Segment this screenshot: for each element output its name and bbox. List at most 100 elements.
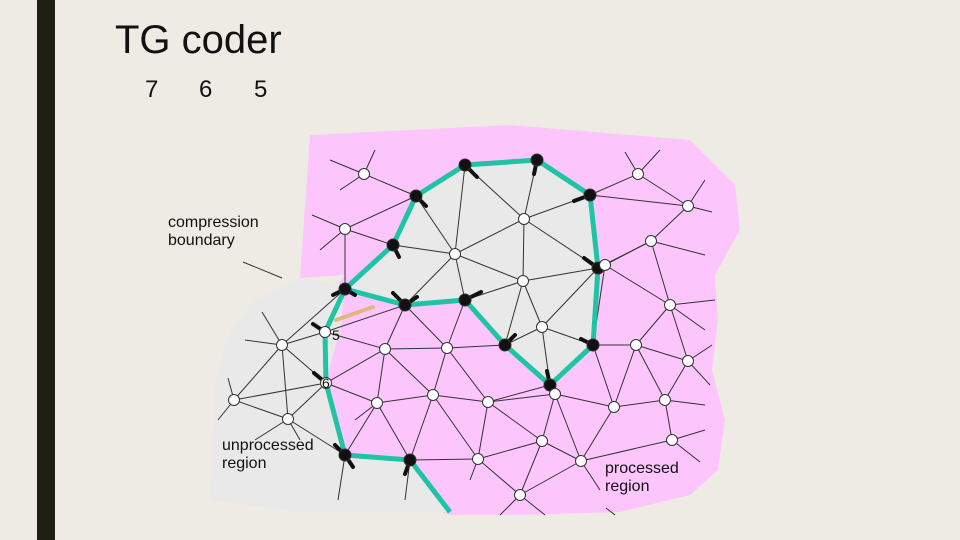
boundary-marker-5: 5 xyxy=(332,327,340,343)
mesh-edge xyxy=(650,205,689,242)
mesh-spoke xyxy=(650,240,706,256)
mesh-edge xyxy=(454,218,525,255)
unprocessed-region-area xyxy=(210,278,450,512)
mesh-vertex xyxy=(549,388,561,400)
mesh-edge xyxy=(404,253,456,306)
mesh-edge xyxy=(604,264,671,306)
mesh-edge xyxy=(287,382,327,420)
mesh-edge xyxy=(409,458,479,461)
mesh-edge xyxy=(487,393,556,403)
mesh-edge xyxy=(432,394,489,403)
mesh-edge xyxy=(554,393,615,408)
sequence-number-3: 5 xyxy=(254,76,268,103)
boundary-vertex xyxy=(398,298,412,312)
mesh-edge xyxy=(344,228,394,246)
mesh-edge xyxy=(541,267,599,328)
mesh-edge xyxy=(519,460,582,496)
mesh-edge xyxy=(613,344,637,408)
mesh-vertex xyxy=(514,489,526,501)
mesh-spoke xyxy=(664,399,706,406)
mesh-edge xyxy=(384,348,434,396)
mesh-vertex xyxy=(518,213,530,225)
mesh-edge xyxy=(487,401,543,442)
boundary-vertex xyxy=(530,153,544,167)
mesh-edge xyxy=(325,382,378,404)
mesh-edge xyxy=(477,458,521,496)
mesh-spoke xyxy=(254,418,289,441)
slide-title: TG coder xyxy=(115,18,282,62)
mesh-edge xyxy=(541,393,556,442)
mesh-edge xyxy=(432,394,479,460)
mesh-edge xyxy=(446,347,489,403)
mesh-edge xyxy=(324,331,386,350)
mesh-vertex xyxy=(659,394,671,406)
sequence-number-1: 7 xyxy=(145,76,159,103)
mesh-edge xyxy=(287,418,346,456)
mesh-edge xyxy=(446,344,506,349)
mesh-vertex xyxy=(379,343,391,355)
mesh-edge xyxy=(664,360,689,401)
mesh-vertex xyxy=(427,389,439,401)
mesh-spoke xyxy=(337,454,346,501)
processed-region-label: processed region xyxy=(605,460,679,496)
mesh-edge xyxy=(635,304,671,346)
mesh-edge xyxy=(281,331,326,346)
mesh-edge xyxy=(664,399,673,441)
mesh-vertex xyxy=(228,394,240,406)
compression-boundary-leader xyxy=(242,261,283,279)
mesh-edge xyxy=(589,173,639,196)
mesh-edge xyxy=(604,240,652,266)
boundary-vertex xyxy=(586,338,600,352)
mesh-edge xyxy=(233,382,327,401)
mesh-edges xyxy=(233,159,689,496)
mesh-edge xyxy=(669,304,689,362)
mesh-edge xyxy=(363,173,417,197)
boundary-marker-6: 6 xyxy=(322,375,330,391)
mesh-vertex xyxy=(358,168,370,180)
compression-boundary-label-line1: compression xyxy=(168,214,259,231)
mesh-vertices xyxy=(228,153,694,501)
mesh-vertex xyxy=(608,401,620,413)
mesh-spoke xyxy=(669,304,706,331)
mesh-edge xyxy=(592,344,615,408)
mesh-spoke xyxy=(329,159,365,175)
mesh-edge xyxy=(281,344,289,420)
mesh-edge xyxy=(446,299,466,349)
mesh-edge xyxy=(522,267,599,282)
mesh-vertex xyxy=(664,299,676,311)
mesh-edge xyxy=(384,347,448,350)
mesh-vertex xyxy=(319,326,331,338)
mesh-edge xyxy=(580,439,673,462)
mesh-edge xyxy=(325,348,386,384)
mesh-edge xyxy=(477,440,543,460)
mesh-edge xyxy=(324,304,406,333)
mesh-edge xyxy=(580,406,615,462)
mesh-vertex xyxy=(482,396,494,408)
mesh-vertex xyxy=(449,248,461,260)
boundary-vertex xyxy=(409,189,423,203)
mesh-vertex xyxy=(472,453,484,465)
mesh-edge xyxy=(233,399,289,420)
mesh-vertex xyxy=(536,435,548,447)
mesh-edge xyxy=(233,344,283,401)
mesh-edge xyxy=(409,394,434,461)
mesh-edge xyxy=(637,173,689,207)
mesh-vertex xyxy=(682,200,694,212)
mesh-spoke xyxy=(244,339,283,346)
boundary-vertex xyxy=(386,238,400,252)
mesh-vertex xyxy=(339,223,351,235)
boundary-vertex xyxy=(403,453,417,467)
mesh-vertex xyxy=(666,434,678,446)
mesh-edge xyxy=(376,394,434,404)
mesh-vertex xyxy=(371,397,383,409)
mesh-edge xyxy=(541,440,582,462)
mesh-edge xyxy=(487,384,551,403)
mesh-vertex xyxy=(441,342,453,354)
mesh-vertex xyxy=(575,455,587,467)
processed-region-label-line1: processed xyxy=(605,460,679,477)
boundary-vertex xyxy=(338,282,352,296)
mesh-edge xyxy=(344,195,417,230)
mesh-edge xyxy=(384,304,406,350)
compression-boundary-lower xyxy=(322,287,452,514)
